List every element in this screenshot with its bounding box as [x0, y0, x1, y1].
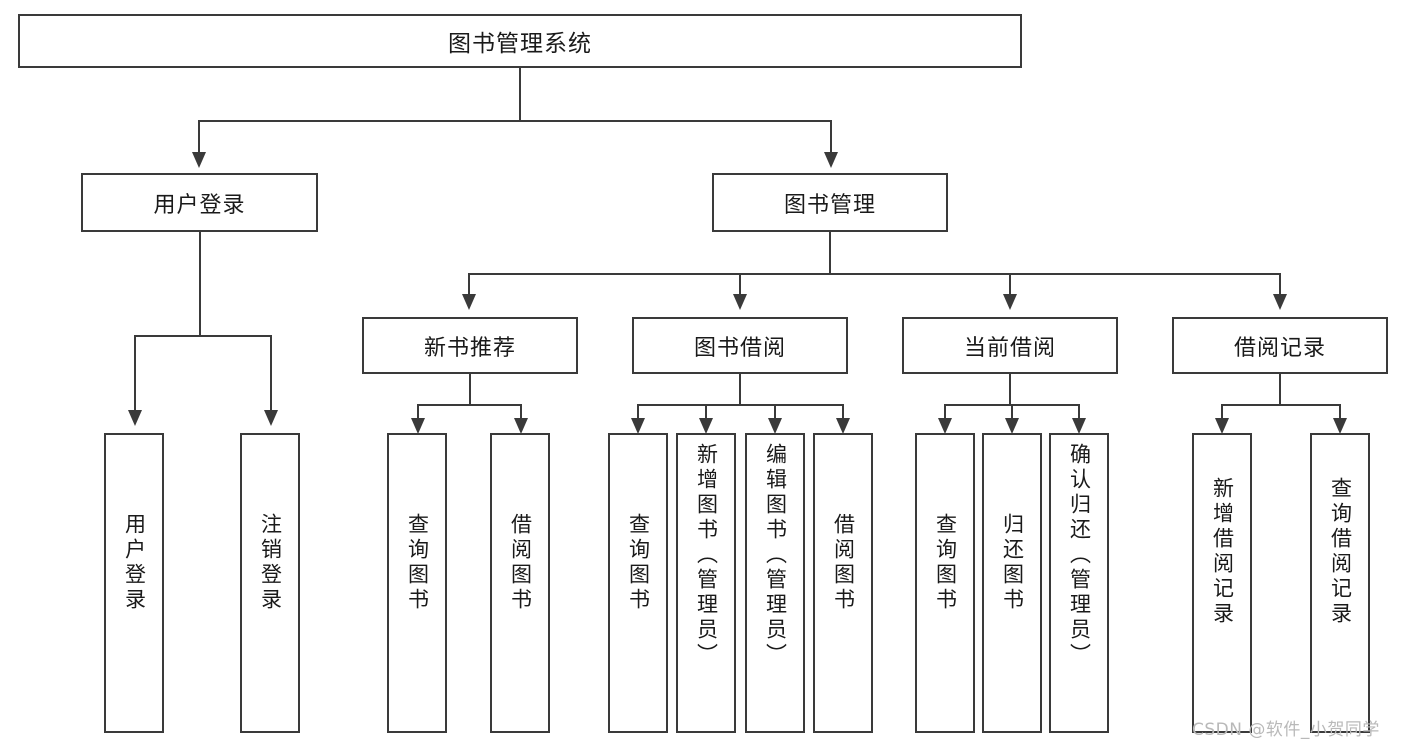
node-label: 新书推荐: [423, 335, 516, 361]
arrowhead-root-to-user-login: [192, 152, 206, 168]
arrowhead-book-borrow-leaf-1: [631, 418, 645, 434]
leaf-borrow-record-add-record[interactable]: 新增借阅记录: [1192, 433, 1252, 733]
connector-current-borrow-stem: [1009, 374, 1011, 405]
leaf-book-borrow-add-book-admin[interactable]: 新增图书（管理员）: [676, 433, 736, 733]
node-label: 当前借阅: [963, 335, 1056, 361]
connector-bm-to-current-borrow: [1009, 273, 1011, 295]
connector-current-borrow-leaf-1: [944, 404, 946, 419]
node-label: 用户登录: [153, 192, 246, 218]
node-label: 借阅记录: [1233, 335, 1326, 361]
node-root-book-management-system[interactable]: 图书管理系统: [18, 14, 1022, 68]
node-label: 新增图书（管理员）: [694, 443, 719, 668]
connector-root-to-book-management: [830, 120, 832, 153]
arrowhead-book-borrow-leaf-4: [836, 418, 850, 434]
arrowhead-bm-book-borrow: [733, 294, 747, 310]
connector-book-borrow-leaf-2: [705, 404, 707, 419]
node-label: 用户登录: [122, 513, 147, 613]
node-label: 归还图书: [1000, 513, 1025, 613]
node-book-management[interactable]: 图书管理: [712, 173, 948, 232]
node-label: 查询图书: [405, 513, 430, 613]
leaf-current-borrow-query-book[interactable]: 查询图书: [915, 433, 975, 733]
connector-bm-to-borrow-record: [1279, 273, 1281, 295]
arrowhead-borrow-record-leaf-2: [1333, 418, 1347, 434]
node-user-login[interactable]: 用户登录: [81, 173, 318, 232]
node-label: 借阅图书: [508, 513, 533, 613]
node-label: 新增借阅记录: [1210, 477, 1235, 627]
leaf-new-book-query-book[interactable]: 查询图书: [387, 433, 447, 733]
connector-book-borrow-bus: [637, 404, 843, 406]
arrowhead-bm-new-book: [462, 294, 476, 310]
arrowhead-current-borrow-leaf-1: [938, 418, 952, 434]
node-new-book-recommend[interactable]: 新书推荐: [362, 317, 578, 374]
node-book-borrow[interactable]: 图书借阅: [632, 317, 848, 374]
node-current-borrow[interactable]: 当前借阅: [902, 317, 1118, 374]
arrowhead-bm-borrow-record: [1273, 294, 1287, 310]
node-label: 确认归还（管理员）: [1067, 443, 1092, 668]
node-label: 查询图书: [933, 513, 958, 613]
connector-user-login-stem: [199, 232, 201, 336]
connector-borrow-record-stem: [1279, 374, 1281, 405]
arrowhead-borrow-record-leaf-1: [1215, 418, 1229, 434]
connector-new-book-leaf-2: [520, 404, 522, 419]
connector-user-login-bus: [134, 335, 272, 337]
connector-current-borrow-leaf-2: [1011, 404, 1013, 419]
connector-book-management-bus: [468, 273, 1280, 275]
node-borrow-record[interactable]: 借阅记录: [1172, 317, 1388, 374]
leaf-user-login-login[interactable]: 用户登录: [104, 433, 164, 733]
arrowhead-new-book-leaf-1: [411, 418, 425, 434]
node-label: 图书管理: [783, 192, 876, 218]
connector-new-book-leaf-1: [417, 404, 419, 419]
node-label: 注销登录: [258, 513, 283, 613]
connector-root-bus: [198, 120, 832, 122]
connector-user-login-to-leaf-1: [134, 335, 136, 411]
node-label: 借阅图书: [831, 513, 856, 613]
connector-root-stem: [519, 68, 521, 121]
connector-book-borrow-stem: [739, 374, 741, 405]
arrowhead-new-book-leaf-2: [514, 418, 528, 434]
connector-new-book-stem: [469, 374, 471, 405]
connector-bm-to-book-borrow: [739, 273, 741, 295]
node-label: 图书借阅: [693, 335, 786, 361]
arrowhead-root-to-book-management: [824, 152, 838, 168]
connector-book-management-stem: [829, 232, 831, 274]
node-label: 查询图书: [626, 513, 651, 613]
connector-bm-to-new-book: [468, 273, 470, 295]
node-label: 图书管理系统: [448, 31, 592, 57]
arrowhead-user-login-leaf-1: [128, 410, 142, 426]
connector-borrow-record-leaf-2: [1339, 404, 1341, 419]
connector-new-book-bus: [417, 404, 522, 406]
connector-book-borrow-leaf-3: [774, 404, 776, 419]
connector-current-borrow-leaf-3: [1078, 404, 1080, 419]
leaf-book-borrow-borrow-book[interactable]: 借阅图书: [813, 433, 873, 733]
arrowhead-bm-current-borrow: [1003, 294, 1017, 310]
leaf-book-borrow-query-book[interactable]: 查询图书: [608, 433, 668, 733]
leaf-user-login-logout[interactable]: 注销登录: [240, 433, 300, 733]
connector-root-to-user-login: [198, 120, 200, 153]
leaf-current-borrow-confirm-return-admin[interactable]: 确认归还（管理员）: [1049, 433, 1109, 733]
node-label: 编辑图书（管理员）: [763, 443, 788, 668]
leaf-borrow-record-query-record[interactable]: 查询借阅记录: [1310, 433, 1370, 733]
connector-book-borrow-leaf-1: [637, 404, 639, 419]
arrowhead-current-borrow-leaf-2: [1005, 418, 1019, 434]
connector-borrow-record-bus: [1221, 404, 1341, 406]
leaf-new-book-borrow-book[interactable]: 借阅图书: [490, 433, 550, 733]
arrowhead-current-borrow-leaf-3: [1072, 418, 1086, 434]
connector-user-login-to-leaf-2: [270, 335, 272, 411]
arrowhead-user-login-leaf-2: [264, 410, 278, 426]
arrowhead-book-borrow-leaf-2: [699, 418, 713, 434]
node-label: 查询借阅记录: [1328, 477, 1353, 627]
leaf-current-borrow-return-book[interactable]: 归还图书: [982, 433, 1042, 733]
connector-book-borrow-leaf-4: [842, 404, 844, 419]
leaf-book-borrow-edit-book-admin[interactable]: 编辑图书（管理员）: [745, 433, 805, 733]
arrowhead-book-borrow-leaf-3: [768, 418, 782, 434]
connector-borrow-record-leaf-1: [1221, 404, 1223, 419]
